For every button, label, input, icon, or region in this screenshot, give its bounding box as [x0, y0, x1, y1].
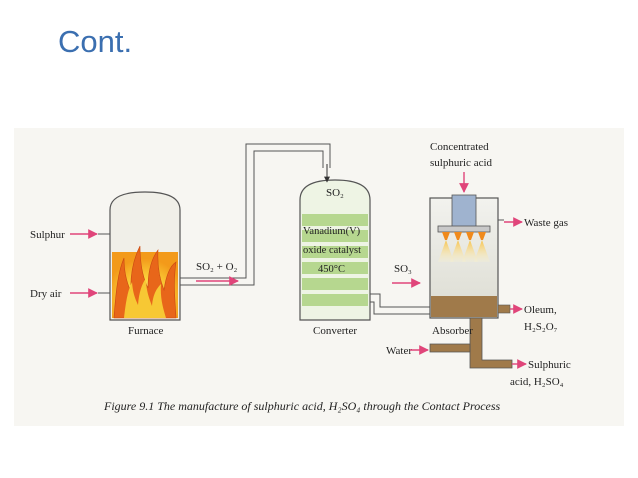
- absorber-acid-level: [431, 296, 497, 317]
- label-product-2: acid, H₂SO₄: [510, 376, 564, 388]
- label-converter: Converter: [313, 325, 357, 337]
- label-oleum-1: Oleum,: [524, 304, 557, 316]
- sprayer-pipe: [451, 194, 477, 230]
- catalyst-band-4: [302, 262, 368, 274]
- label-so3: SO₃: [394, 263, 412, 275]
- figure-caption: Figure 9.1 The manufacture of sulphuric …: [103, 399, 501, 413]
- catalyst-band-3: [302, 246, 368, 258]
- catalyst-band-6: [302, 294, 368, 306]
- acid-outlet-pipe: [469, 317, 513, 369]
- furnace-inlets: [98, 233, 110, 294]
- label-oleum-2: H₂S₂O₇: [524, 321, 558, 333]
- oleum-outlet: [497, 304, 511, 314]
- label-water: Water: [386, 345, 412, 357]
- label-product-1: Sulphuric: [528, 359, 571, 371]
- converter: [299, 179, 371, 321]
- label-concentrated-1: Concentrated: [430, 141, 489, 153]
- label-sulphur: Sulphur: [30, 229, 65, 241]
- flame-inner-icon: [124, 278, 166, 318]
- label-absorber: Absorber: [432, 325, 473, 337]
- spray-cones: [438, 240, 490, 262]
- label-so2-o2: SO₂ + O₂: [196, 261, 238, 273]
- label-dry-air: Dry air: [30, 288, 62, 300]
- pipe-converter-to-absorber: [370, 293, 430, 315]
- label-furnace: Furnace: [128, 325, 164, 337]
- absorber: [429, 194, 513, 369]
- label-catalyst-1: Vanadium(V): [303, 226, 361, 237]
- label-catalyst-2: oxide catalyst: [303, 245, 361, 256]
- slide-title: Cont.: [58, 24, 133, 59]
- label-concentrated-2: sulphuric acid: [430, 157, 493, 169]
- label-waste-gas: Waste gas: [524, 217, 568, 229]
- catalyst-band-2: [302, 230, 368, 242]
- label-so2: SO₂: [326, 187, 344, 199]
- catalyst-band-1: [302, 214, 368, 226]
- catalyst-band-5: [302, 278, 368, 290]
- label-temperature: 450°C: [318, 264, 345, 275]
- spray-nozzles: [442, 232, 486, 240]
- sprayer-head: [437, 225, 491, 233]
- water-inlet-pipe: [429, 343, 471, 353]
- furnace: [109, 191, 181, 321]
